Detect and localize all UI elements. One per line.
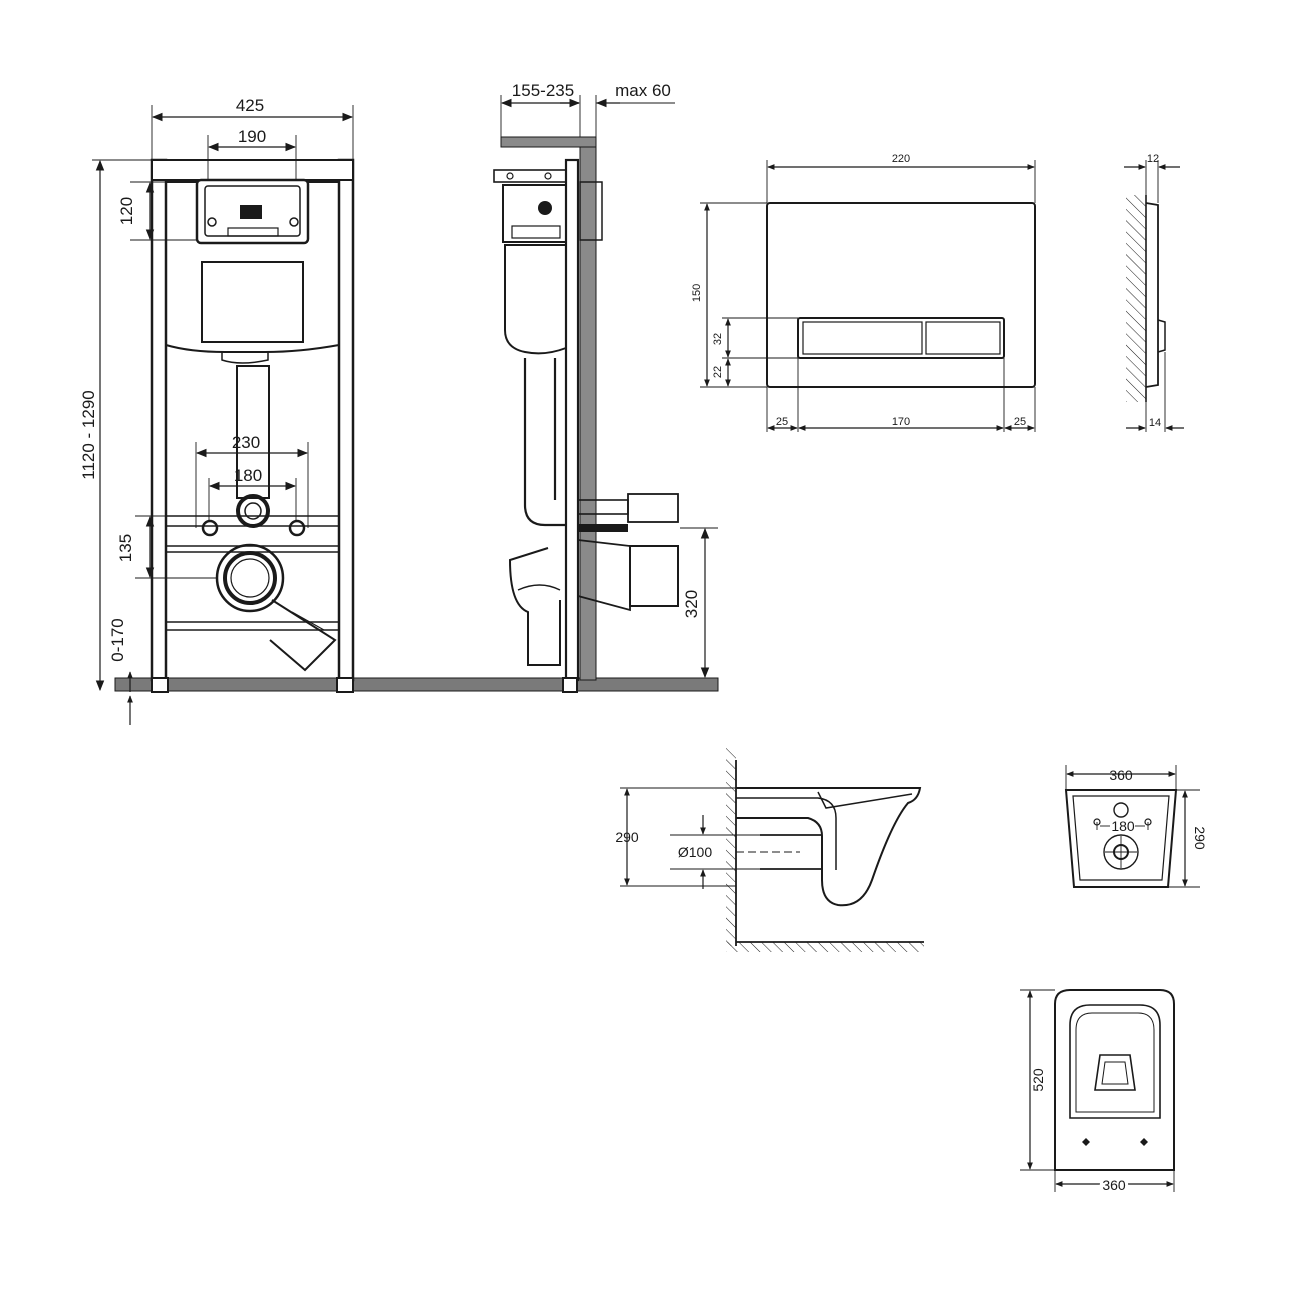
dimensions-side xyxy=(500,95,718,679)
bottom-offset-label: 22 xyxy=(712,366,724,378)
back-bolt-spacing-label: 180 xyxy=(1111,818,1135,834)
plate-height-label: 150 xyxy=(691,284,703,302)
buttons-width-label: 170 xyxy=(892,416,910,428)
floor-slab xyxy=(114,677,719,692)
wall-max-label: max 60 xyxy=(615,81,671,100)
plate-thickness-bottom-label: 14 xyxy=(1149,417,1161,429)
mount-depth-label: 155-235 xyxy=(512,81,574,100)
dimensions-front xyxy=(92,105,354,725)
plate-thickness-top-label: 12 xyxy=(1147,153,1159,165)
back-height-label: 290 xyxy=(1192,826,1208,850)
flush-plate-front xyxy=(700,160,1036,432)
top-width-label: 360 xyxy=(1102,1177,1126,1193)
outlet-diameter-label: Ø100 xyxy=(678,844,712,860)
toilet-side-view xyxy=(620,748,924,952)
wall-cap xyxy=(500,136,597,148)
toilet-height-label: 290 xyxy=(615,829,639,845)
top-length-label: 520 xyxy=(1030,1068,1046,1092)
left-margin-label: 25 xyxy=(776,416,788,428)
flush-box-width-label: 190 xyxy=(238,127,266,146)
total-height-label: 1120 - 1290 xyxy=(79,390,98,479)
connector-height-label: 135 xyxy=(116,534,135,562)
back-width-label: 360 xyxy=(1109,767,1133,783)
bolt-spacing-label: 180 xyxy=(234,466,262,485)
frame-side-view xyxy=(493,158,679,693)
foot-adjustment-label: 0-170 xyxy=(108,618,127,661)
frame-front-view xyxy=(150,158,355,693)
outlet-height-label: 320 xyxy=(682,590,701,618)
flush-box-height-label: 120 xyxy=(117,197,136,225)
right-margin-label: 25 xyxy=(1014,416,1026,428)
toilet-back-view xyxy=(1064,765,1200,888)
flush-plate-side xyxy=(1124,160,1184,432)
connector-spacing-label: 230 xyxy=(232,433,260,452)
frame-width-label: 425 xyxy=(236,96,264,115)
toilet-top-view xyxy=(1020,989,1175,1192)
plate-width-label: 220 xyxy=(892,153,910,165)
button-height-label: 32 xyxy=(712,333,724,345)
